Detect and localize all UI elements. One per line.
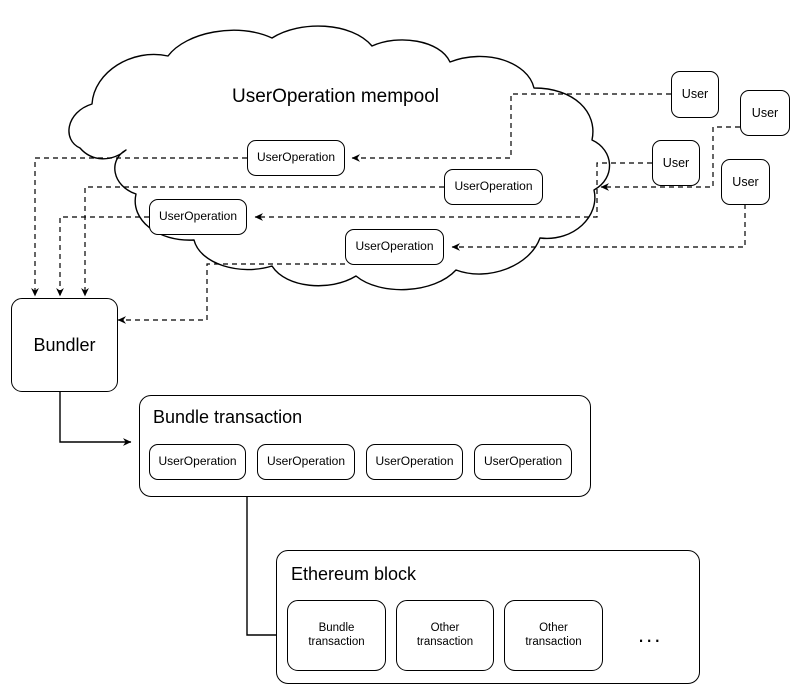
- ethereum-tx-3[interactable]: Other transaction: [504, 600, 603, 671]
- bundle-userop-4-label: UserOperation: [483, 454, 563, 469]
- mempool-userop-3-label: UserOperation: [158, 209, 238, 224]
- bundle-userop-1-label: UserOperation: [158, 454, 237, 469]
- mempool-userop-2[interactable]: UserOperation: [444, 169, 543, 205]
- bundle-userop-3-label: UserOperation: [375, 454, 454, 469]
- edge-userop3-to-bundler: [56, 216, 149, 297]
- ethereum-tx-1-line2: transaction: [308, 635, 365, 648]
- edge-user3-to-userop3: [254, 162, 652, 221]
- edge-bundle-transaction-to-ethereum-block: [246, 497, 287, 639]
- ethereum-tx-1-line1: Bundle: [318, 622, 355, 635]
- bundle-userop-3[interactable]: UserOperation: [366, 444, 463, 480]
- bundle-userop-4[interactable]: UserOperation: [474, 444, 572, 480]
- mempool-userop-1[interactable]: UserOperation: [247, 140, 345, 176]
- edge-userop2-to-bundler: [81, 186, 444, 297]
- bundle-userop-2[interactable]: UserOperation: [257, 444, 355, 480]
- user-node-2[interactable]: User: [740, 90, 790, 136]
- edge-user4-to-userop4: [451, 204, 746, 251]
- ethereum-tx-1[interactable]: Bundle transaction: [287, 600, 386, 671]
- ethereum-tx-2-line2: transaction: [416, 635, 474, 648]
- mempool-title: UserOperation mempool: [232, 86, 439, 107]
- bundle-userop-1[interactable]: UserOperation: [149, 444, 246, 480]
- user-node-2-label: User: [751, 105, 779, 120]
- mempool-userop-4[interactable]: UserOperation: [345, 229, 444, 265]
- mempool-userop-1-label: UserOperation: [256, 150, 336, 165]
- bundle-userop-2-label: UserOperation: [266, 454, 346, 469]
- user-node-3[interactable]: User: [652, 140, 700, 186]
- edge-user1-to-userop1: [351, 93, 671, 162]
- user-node-3-label: User: [662, 155, 690, 170]
- ethereum-tx-2-line1: Other: [430, 622, 460, 635]
- user-node-4[interactable]: User: [721, 159, 770, 205]
- bundler-node[interactable]: Bundler: [11, 298, 118, 392]
- user-node-1-label: User: [681, 87, 709, 102]
- ethereum-block-ellipsis: ...: [638, 622, 663, 647]
- edge-user2-to-userop2: [600, 126, 740, 191]
- edge-userop1-to-bundler: [31, 157, 247, 297]
- edge-bundler-to-bundle-transaction: [59, 392, 132, 446]
- ethereum-tx-3-line2: transaction: [525, 635, 582, 648]
- edge-userop4-to-bundler: [117, 263, 345, 324]
- mempool-userop-2-label: UserOperation: [454, 179, 533, 194]
- ethereum-tx-2[interactable]: Other transaction: [396, 600, 494, 671]
- mempool-userop-4-label: UserOperation: [355, 239, 434, 254]
- ethereum-block-title: Ethereum block: [291, 564, 417, 584]
- user-node-4-label: User: [732, 174, 759, 189]
- bundle-transaction-title: Bundle transaction: [153, 407, 303, 427]
- mempool-userop-3[interactable]: UserOperation: [149, 199, 247, 235]
- ethereum-tx-3-line1: Other: [539, 622, 568, 635]
- bundler-label: Bundler: [33, 334, 96, 355]
- user-node-1[interactable]: User: [671, 71, 719, 118]
